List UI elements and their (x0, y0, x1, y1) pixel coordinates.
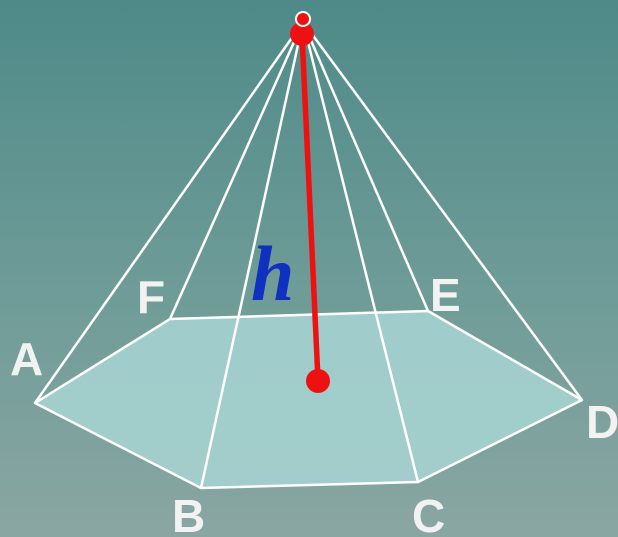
height-label: h (251, 230, 294, 317)
vertex-label-B: B (172, 490, 205, 537)
edge-apex-F (168, 21, 305, 320)
height-line (299, 31, 321, 383)
lateral-edges (33, 21, 584, 489)
base-center-point (306, 369, 330, 393)
apex-point (290, 22, 314, 46)
edge-apex-E (301, 21, 430, 312)
apex-marker (295, 11, 311, 27)
edge-apex-D (301, 21, 584, 401)
edge-apex-C (301, 21, 420, 483)
vertex-label-D: D (586, 396, 618, 448)
vertex-label-A: A (10, 333, 43, 385)
vertex-label-F: F (137, 271, 165, 323)
hexagon-base (33, 309, 584, 490)
edge-apex-A (33, 21, 305, 404)
edge-apex-B (199, 21, 305, 489)
vertex-label-E: E (430, 269, 461, 321)
vertex-label-C: C (412, 490, 445, 537)
